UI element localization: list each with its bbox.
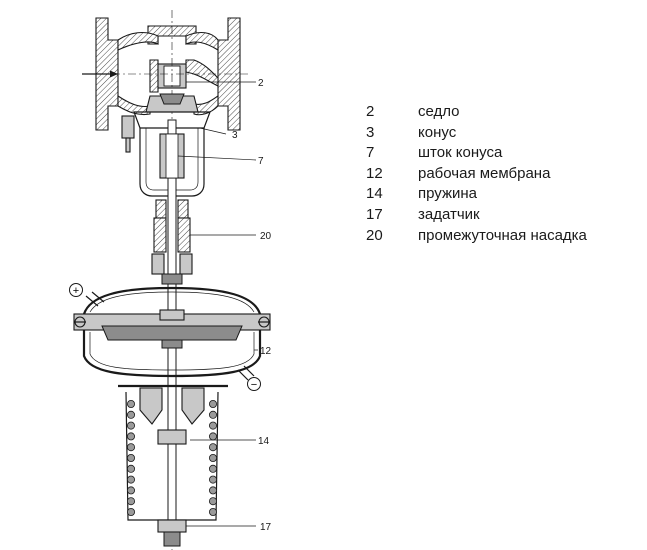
spring-coil	[127, 475, 136, 484]
spring-coil	[208, 443, 217, 452]
legend-number: 3	[366, 123, 375, 141]
legend-row: 14 пружина	[366, 184, 587, 205]
callout-17: 17	[260, 522, 272, 533]
legend-label: задатчик	[418, 205, 480, 223]
legend-number: 12	[366, 164, 383, 182]
callout-7: 7	[258, 156, 264, 167]
callout-2: 2	[258, 78, 264, 89]
svg-text:+: +	[73, 285, 79, 297]
callout-14: 14	[258, 436, 270, 447]
legend-row: 3 конус	[366, 123, 587, 144]
spring-coil	[208, 507, 217, 516]
legend-label: седло	[418, 103, 460, 120]
spring-coil	[127, 421, 136, 430]
spring-coil	[127, 399, 136, 408]
spring-coil	[127, 486, 136, 495]
legend-label: промежуточная насадка	[418, 226, 587, 244]
spring-coil	[208, 497, 217, 506]
legend-number: 2	[366, 103, 375, 120]
legend-label: рабочая мембрана	[418, 164, 551, 182]
spring-coil	[208, 475, 217, 484]
legend-label: конус	[418, 123, 457, 141]
legend-number: 7	[366, 144, 375, 162]
legend-label: шток конуса	[418, 144, 503, 162]
set-point-adjuster	[157, 519, 187, 533]
callout-leaders	[177, 81, 258, 527]
spring-coils	[127, 399, 217, 516]
callout-3: 3	[232, 130, 238, 141]
legend-row: 2 седло	[366, 102, 587, 123]
cone-bonnet	[121, 93, 211, 153]
spring-coil	[127, 443, 136, 452]
legend-row: 20 промежуточная насадка	[366, 226, 587, 247]
spring-coil	[208, 410, 217, 419]
legend-label: пружина	[418, 185, 478, 203]
intermediate-piece	[151, 199, 193, 285]
svg-text:−: −	[251, 379, 257, 391]
cone	[159, 93, 185, 105]
legend-row: 7 шток конуса	[366, 143, 587, 164]
legend-row: 12 рабочая мембрана	[366, 164, 587, 185]
parts-legend: 2 седло 3 конус 7 шток конуса 12 рабочая…	[366, 102, 587, 246]
spring-coil	[208, 464, 217, 473]
spring-coil	[208, 432, 217, 441]
plus-symbol: +	[69, 283, 83, 297]
spring-housing	[118, 384, 228, 547]
spring-coil	[127, 432, 136, 441]
minus-symbol: −	[247, 377, 261, 391]
legend-number: 20	[366, 226, 383, 244]
legend-number: 17	[366, 205, 383, 223]
spring-coil	[127, 410, 136, 419]
diaphragm-plate	[101, 325, 243, 341]
spring-coil	[208, 453, 217, 462]
spring-coil	[127, 507, 136, 516]
legend-row: 17 задатчик	[366, 205, 587, 226]
spring-coil	[208, 486, 217, 495]
spring-coil	[127, 497, 136, 506]
diaphragm-actuator	[73, 286, 271, 381]
spring-coil	[127, 453, 136, 462]
legend-number: 14	[366, 185, 383, 203]
spring-coil	[208, 421, 217, 430]
spring-coil	[127, 464, 136, 473]
spring-coil	[208, 399, 217, 408]
callout-20: 20	[260, 231, 272, 242]
callout-12: 12	[260, 346, 272, 357]
